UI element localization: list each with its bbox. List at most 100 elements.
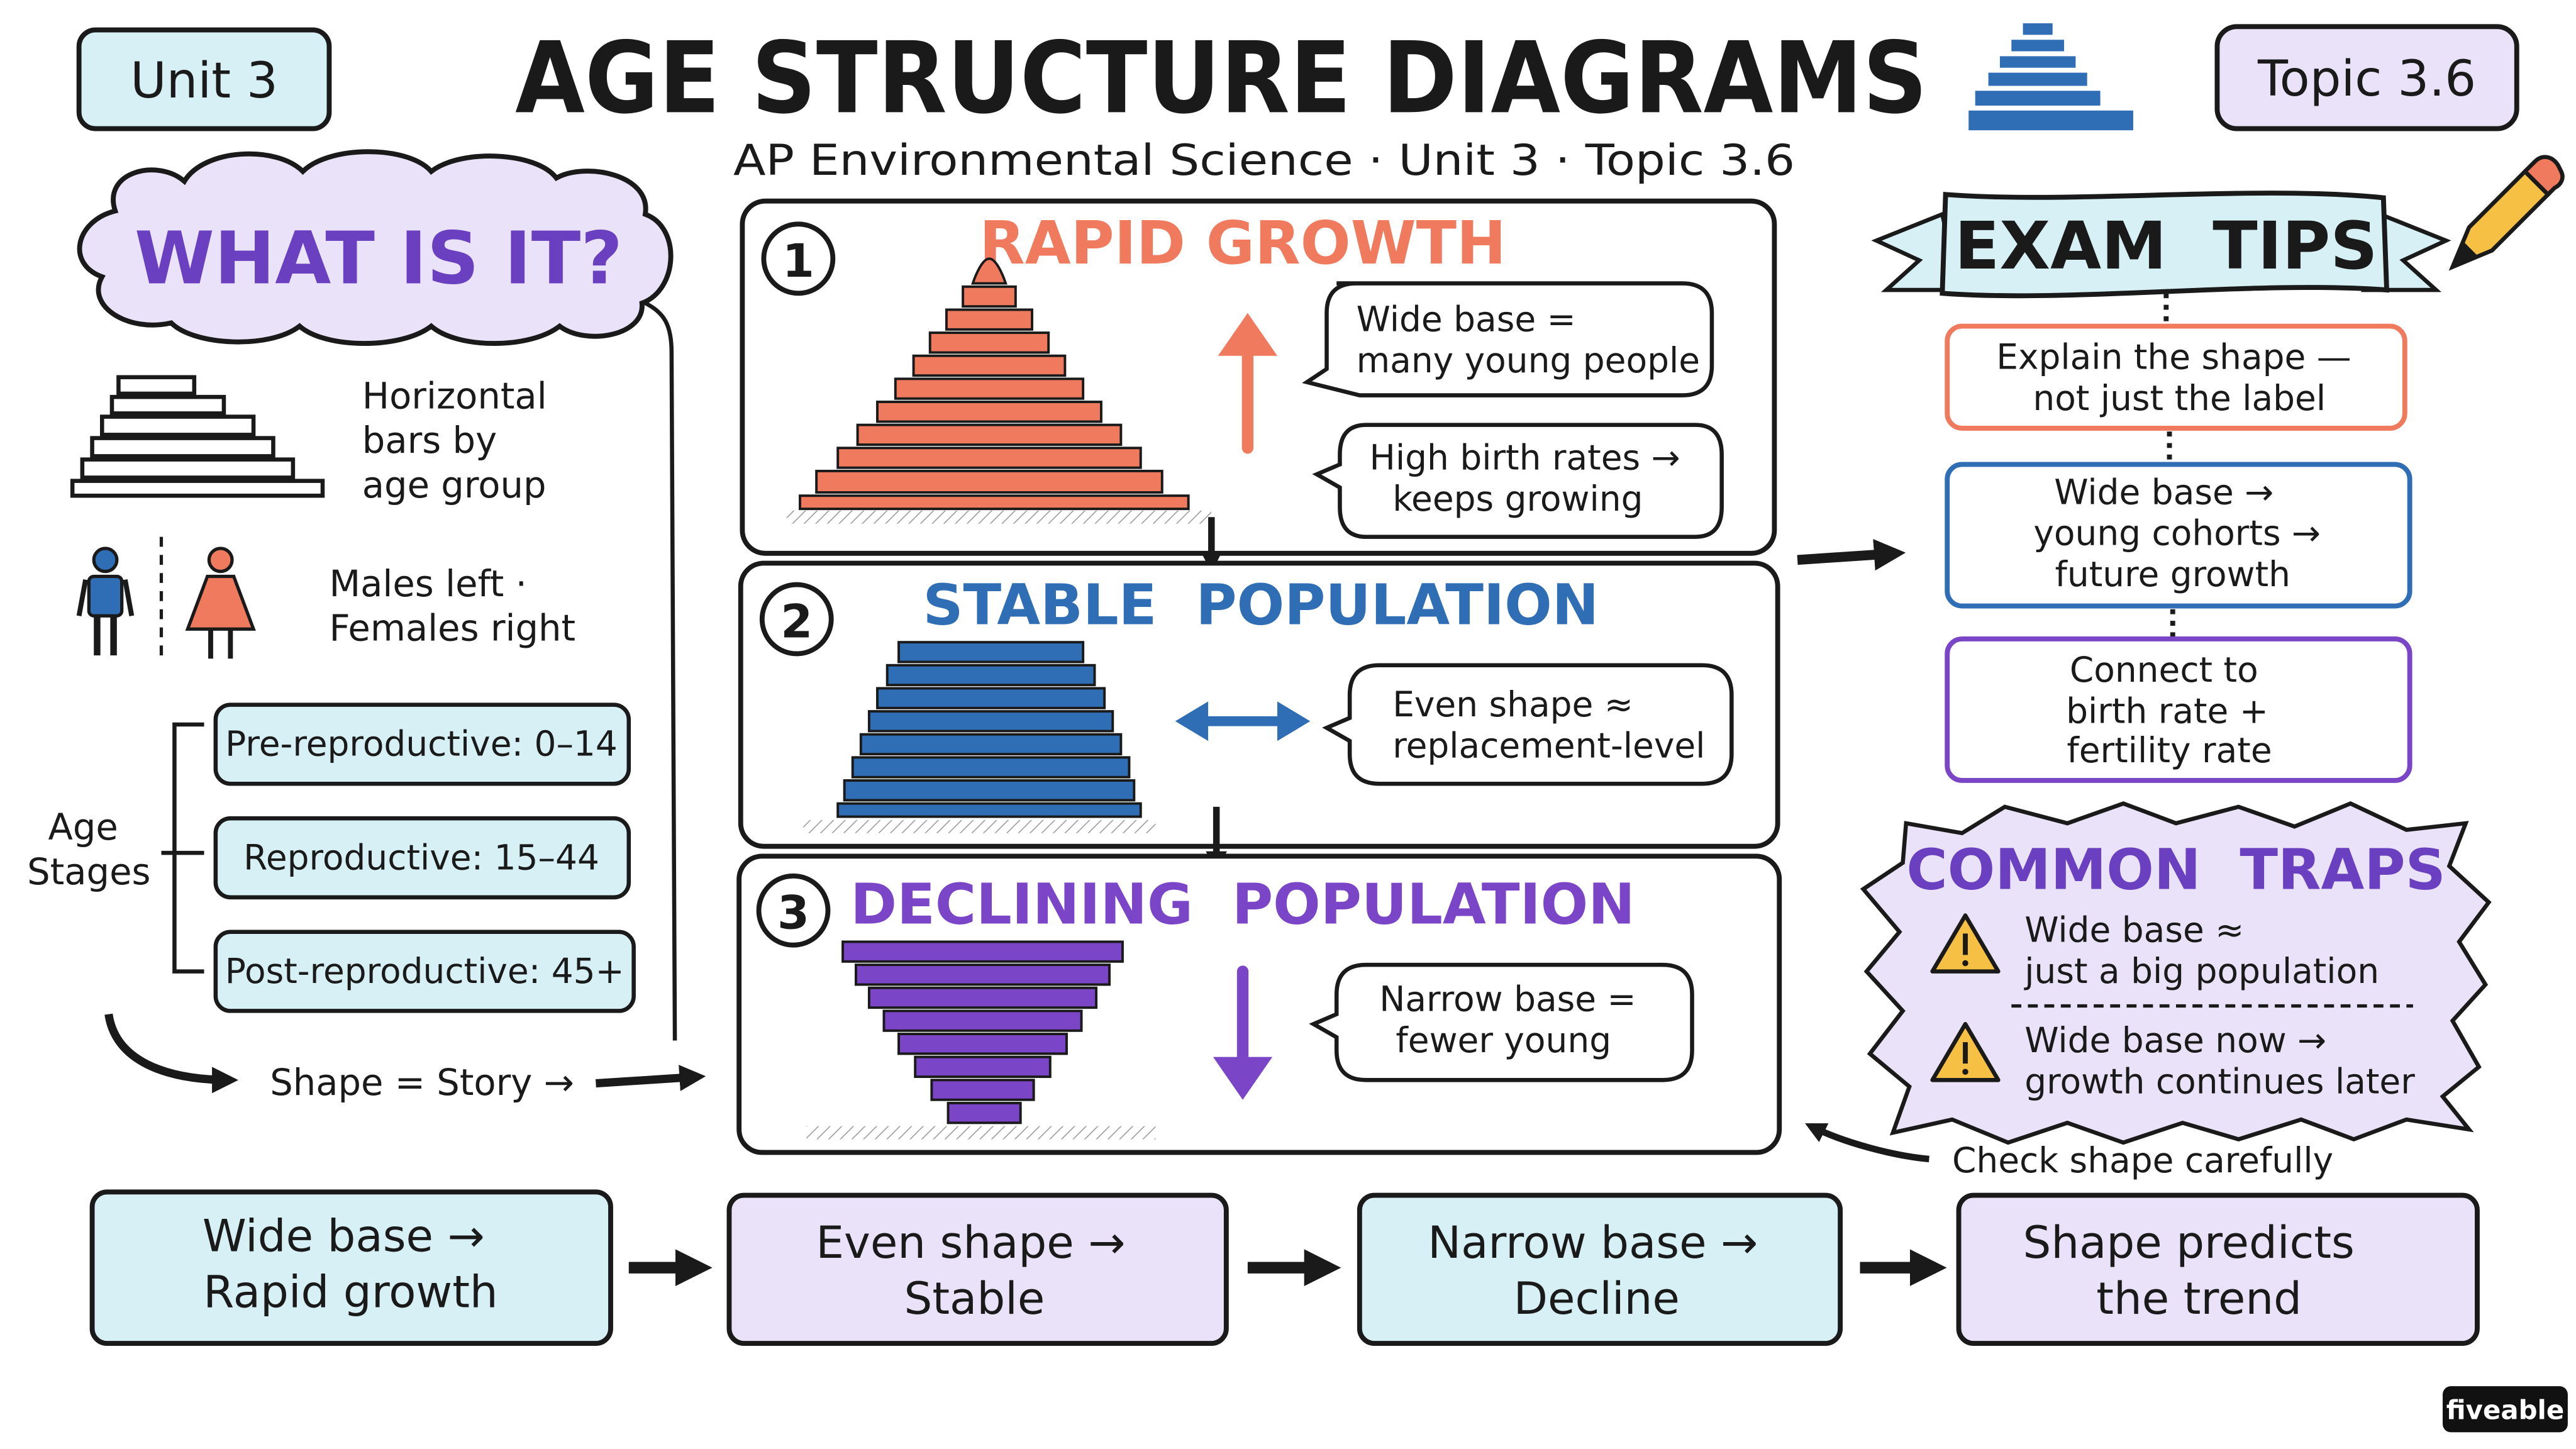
flow-text: Shape predicts the trend (2023, 1216, 2368, 1324)
common-traps-heading: COMMON TRAPS (1906, 837, 2445, 902)
flow-line: Wide base → (203, 1210, 485, 1262)
tip-line: young cohorts → (2033, 513, 2321, 553)
stable-population-pyramid (803, 641, 1156, 833)
age-stages-label: Age Stages (27, 806, 150, 893)
stage-label: Post-reproductive: 45+ (225, 951, 625, 991)
note-line: many young people (1357, 340, 1700, 380)
bars-text-line: bars by (362, 419, 497, 462)
note-text: Even shape ≈ replacement-level (1392, 684, 1705, 765)
flow-line: Even shape → (816, 1216, 1125, 1269)
what-is-it-connector (644, 301, 677, 1041)
age-stages-line: Stages (27, 851, 150, 893)
tip-line: Connect to (2070, 650, 2258, 690)
tip-text: Wide base → young cohorts → future growt… (2033, 472, 2331, 594)
panel-number: 2 (780, 595, 813, 648)
panel-title: STABLE POPULATION (923, 572, 1599, 637)
warning-icon (1930, 1022, 2001, 1082)
what-is-it-heading: WHAT IS IT? (135, 217, 623, 301)
note-text: Narrow base = fewer young (1379, 979, 1647, 1060)
flow-box: Wide base → Rapid growth (89, 1189, 613, 1346)
curved-arrow-icon (104, 1013, 238, 1094)
note-bubble: Narrow base = fewer young (1309, 962, 1694, 1082)
male-icon (76, 547, 135, 656)
flow-box: Shape predicts the trend (1956, 1192, 2480, 1346)
note-line: Narrow base = (1379, 979, 1636, 1019)
flow-line: Rapid growth (203, 1266, 497, 1318)
pyramid-logo-icon (1968, 23, 2133, 131)
tip-box: Explain the shape — not just the label (1945, 323, 2407, 431)
arrow-to-panels-icon (596, 1065, 706, 1091)
flow-line: Decline (1514, 1272, 1680, 1324)
stage-label: Reproductive: 15–44 (243, 837, 599, 877)
panel-declining-population: 3 DECLINING POPULATION Narrow base = few… (736, 853, 1782, 1155)
panel-rapid-growth: 1 RAPID GROWTH Wide base = many young pe… (740, 198, 1777, 556)
topic-badge: Topic 3.6 (2214, 24, 2519, 131)
flow-line: Shape predicts (2023, 1216, 2354, 1269)
bars-text-line: Horizontal (362, 375, 547, 417)
age-stages-line: Age (48, 806, 118, 848)
note-line: replacement-level (1392, 725, 1705, 765)
note-line: keeps growing (1392, 479, 1643, 519)
unit-badge-label: Unit 3 (130, 52, 278, 109)
tip-text: Explain the shape — not just the label (1996, 337, 2362, 418)
note-line: Wide base = (1357, 299, 1576, 339)
warning-icon (1930, 913, 2001, 974)
tip-line: not just the label (2033, 378, 2326, 418)
double-arrow-icon (1175, 701, 1311, 741)
flow-box: Narrow base → Decline (1357, 1192, 1843, 1346)
tip-line: birth rate + (2066, 691, 2268, 731)
page-subtitle: AP Environmental Science · Unit 3 · Topi… (733, 136, 1795, 186)
tip-text: Connect to birth rate + fertility rate (2066, 650, 2279, 770)
sex-description: Males left · Females right (329, 563, 575, 650)
tip-line: Explain the shape — (1996, 337, 2351, 377)
note-line: fewer young (1396, 1020, 1611, 1060)
tip-box: Connect to birth rate + fertility rate (1945, 636, 2412, 783)
panel-number: 3 (777, 887, 809, 940)
panel-title: RAPID GROWTH (979, 209, 1506, 278)
arrow-to-tips-icon (1797, 539, 1906, 571)
declining-population-pyramid (806, 940, 1156, 1140)
tip-box: Wide base → young cohorts → future growt… (1945, 462, 2412, 609)
check-note: Check shape carefully (1952, 1140, 2333, 1180)
age-stages-bracket (161, 722, 204, 974)
note-text: High birth rates → keeps growing (1370, 437, 1692, 518)
note-line: Even shape ≈ (1392, 684, 1633, 724)
note-line: High birth rates → (1370, 437, 1680, 477)
stage-box: Post-reproductive: 45+ (213, 930, 636, 1013)
flow-text: Wide base → Rapid growth (203, 1210, 499, 1318)
note-text: Wide base = many young people (1357, 299, 1700, 380)
stage-box: Reproductive: 15–44 (213, 816, 631, 900)
tip-line: future growth (2055, 554, 2290, 594)
panel-stable-population: 2 STABLE POPULATION Even shape ≈ replace… (738, 560, 1780, 849)
common-traps-burst: COMMON TRAPS Wide base ≈ just a big popu… (1860, 801, 2492, 1145)
flow-line: the trend (2096, 1272, 2302, 1324)
exam-tips-heading: EXAM TIPS (1955, 208, 2378, 284)
bars-description: Horizontal bars by age group (362, 375, 558, 506)
pencil-icon (2448, 155, 2565, 271)
what-is-it-cloud: WHAT IS IT? (77, 149, 674, 347)
down-purple-arrow-icon (1213, 965, 1273, 1100)
panel-title: DECLINING POPULATION (850, 872, 1635, 937)
note-bubble: High birth rates → keeps growing (1312, 423, 1724, 539)
exam-tips-banner: EXAM TIPS (1871, 191, 2451, 299)
note-bubble: Wide base = many young people (1302, 281, 1714, 397)
trap-line: Wide base now → (2024, 1020, 2326, 1060)
female-icon (185, 547, 256, 659)
note-bubble: Even shape ≈ replacement-level (1322, 663, 1734, 786)
trap-line: Wide base ≈ (2024, 909, 2244, 950)
unit-badge: Unit 3 (76, 27, 332, 131)
rapid-growth-pyramid (787, 257, 1212, 524)
trap-text: Wide base ≈ just a big population (2024, 909, 2379, 991)
trap-line: just a big population (2024, 951, 2379, 991)
trap-text: Wide base now → growth continues later (2024, 1020, 2415, 1101)
sex-text-line: Females right (329, 608, 575, 650)
topic-badge-label: Topic 3.6 (2257, 50, 2476, 108)
flow-text: Narrow base → Decline (1428, 1216, 1772, 1324)
panel-number: 1 (782, 235, 814, 288)
flow-line: Narrow base → (1428, 1216, 1758, 1269)
bars-pyramid-icon (70, 375, 325, 498)
shape-story-text: Shape = Story → (270, 1062, 574, 1104)
sex-text-line: Males left · (329, 563, 526, 605)
bars-text-line: age group (362, 464, 547, 506)
